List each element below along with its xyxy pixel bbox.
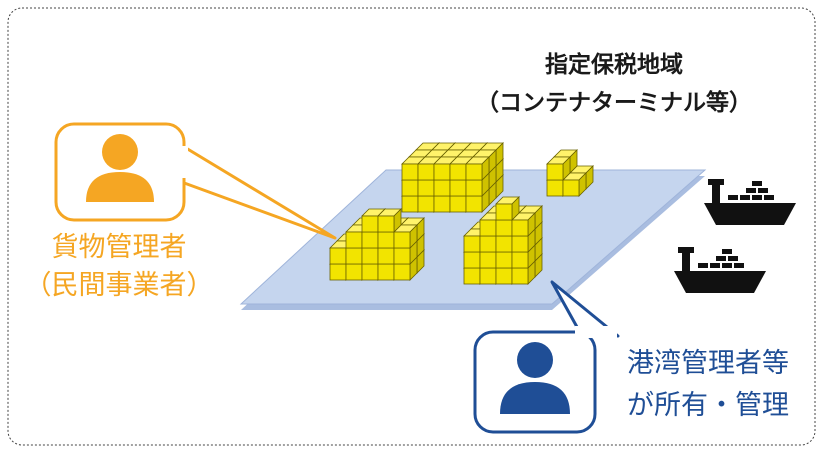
cargo-manager-label: 貨物管理者 xyxy=(52,232,187,263)
container-ship-icon xyxy=(704,179,796,225)
container-cube xyxy=(393,224,418,249)
container-cube xyxy=(465,156,490,181)
container-cube xyxy=(562,172,587,197)
port-manager-sublabel: が所有・管理 xyxy=(627,390,789,421)
port-manager-label: 港湾管理者等 xyxy=(627,348,789,379)
container-cube xyxy=(495,196,520,221)
port-manager-callout xyxy=(473,280,620,434)
cargo-manager-callout xyxy=(54,122,337,240)
title-line-2: （コンテナターミナル等） xyxy=(476,89,752,116)
person-icon xyxy=(500,342,570,414)
container-cube xyxy=(377,208,402,233)
diagram-frame xyxy=(7,7,816,446)
person-icon xyxy=(86,134,154,202)
container-stacks xyxy=(329,142,594,285)
container-ship-icon xyxy=(674,247,766,293)
title-line-1: 指定保税地域 xyxy=(545,51,683,78)
cargo-manager-sublabel: （民間事業者） xyxy=(25,270,214,301)
container-cube xyxy=(546,156,571,181)
